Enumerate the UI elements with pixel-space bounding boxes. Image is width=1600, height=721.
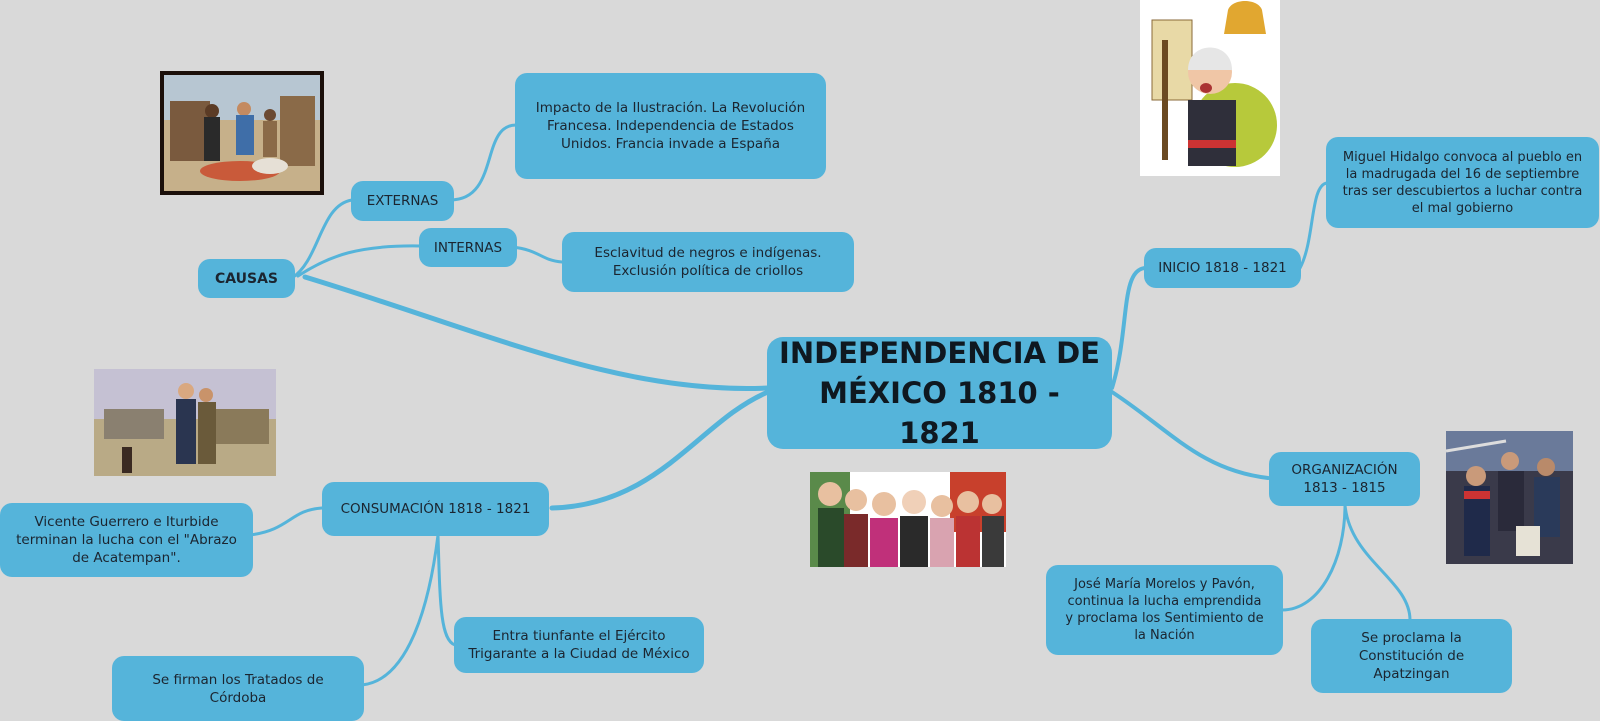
painting-conquest-scene: [160, 71, 324, 195]
topic-causas[interactable]: CAUSAS: [198, 259, 295, 298]
topic-consumacion-label: CONSUMACIÓN 1818 - 1821: [340, 501, 531, 517]
internas-detail-line: Esclavitud de negros e indígenas.: [594, 245, 822, 261]
tratados-line: Córdoba: [209, 689, 267, 706]
painting-morelos-congress: [1446, 431, 1573, 564]
central-topic-line2: MÉXICO 1810 - 1821: [819, 376, 1060, 450]
inicio-detail-line: tras ser descubiertos a luchar contra: [1342, 183, 1583, 199]
topic-inicio-label: INICIO 1818 - 1821: [1158, 260, 1287, 276]
topic-organizacion[interactable]: ORGANIZACIÓN 1813 - 1815: [1269, 452, 1420, 506]
constitucion-line: Se proclama la: [1361, 630, 1462, 646]
internas-detail-line: Exclusión política de criollos: [612, 263, 804, 279]
consumacion-trigarante[interactable]: Entra tiunfante el Ejército Trigarante a…: [454, 617, 704, 673]
morelos-line: José María Morelos y Pavón,: [1074, 577, 1255, 592]
morelos-line: la Nación: [1134, 628, 1195, 643]
topic-organizacion-years: 1813 - 1815: [1303, 480, 1386, 496]
consumacion-tratados[interactable]: Se firman los Tratados de Córdoba: [112, 656, 364, 721]
painting-abrazo-acatempan: [94, 369, 276, 476]
central-topic[interactable]: INDEPENDENCIA DE MÉXICO 1810 - 1821: [767, 336, 1112, 450]
topic-externas[interactable]: EXTERNAS: [351, 181, 454, 221]
cartoon-heroes-group: [810, 472, 1006, 567]
abrazo-line: terminan la lucha con el "Abrazo: [16, 532, 237, 548]
trigarante-line: Trigarante a la Ciudad de México: [468, 646, 690, 662]
inicio-detail[interactable]: Miguel Hidalgo convoca al pueblo en la m…: [1326, 137, 1599, 228]
central-topic-line1: INDEPENDENCIA DE: [779, 336, 1100, 370]
cartoon-hidalgo-bell: [1140, 0, 1280, 176]
abrazo-line: de Acatempan".: [72, 550, 181, 566]
constitucion-line: Constitución de: [1358, 648, 1465, 664]
topic-externas-label: EXTERNAS: [366, 193, 439, 209]
consumacion-abrazo[interactable]: Vicente Guerrero e Iturbide terminan la …: [0, 503, 253, 577]
externas-detail-line: Unidos. Francia invade a España: [560, 136, 781, 152]
externas-detail[interactable]: Impacto de la Ilustración. La Revolución…: [515, 73, 826, 179]
constitucion-line: Apatzingan: [1373, 666, 1450, 682]
topic-consumacion[interactable]: CONSUMACIÓN 1818 - 1821: [322, 482, 549, 536]
inicio-detail-line: la madrugada del 16 de septiembre: [1345, 166, 1580, 182]
inicio-detail-line: el mal gobierno: [1411, 200, 1514, 216]
topic-internas-label: INTERNAS: [433, 239, 503, 256]
externas-detail-line: Francesa. Independencia de Estados: [547, 118, 794, 134]
morelos-line: continua la lucha emprendida: [1067, 594, 1262, 609]
organizacion-morelos[interactable]: José María Morelos y Pavón, continua la …: [1046, 565, 1283, 655]
internas-detail[interactable]: Esclavitud de negros e indígenas. Exclus…: [562, 232, 854, 292]
trigarante-line: Entra tiunfante el Ejército: [492, 628, 666, 644]
morelos-line: y proclama los Sentimiento de: [1065, 611, 1264, 626]
topic-organizacion-label: ORGANIZACIÓN: [1291, 462, 1398, 478]
topic-inicio[interactable]: INICIO 1818 - 1821: [1144, 248, 1301, 288]
inicio-detail-line: Miguel Hidalgo convoca al pueblo en: [1342, 149, 1583, 165]
externas-detail-line: Impacto de la Ilustración. La Revolución: [535, 100, 806, 116]
tratados-line: Se firman los Tratados de: [152, 671, 324, 688]
abrazo-line: Vicente Guerrero e Iturbide: [34, 514, 219, 530]
organizacion-constitucion[interactable]: Se proclama la Constitución de Apatzinga…: [1311, 619, 1512, 693]
topic-internas[interactable]: INTERNAS: [419, 228, 517, 267]
topic-causas-label: CAUSAS: [214, 270, 279, 287]
